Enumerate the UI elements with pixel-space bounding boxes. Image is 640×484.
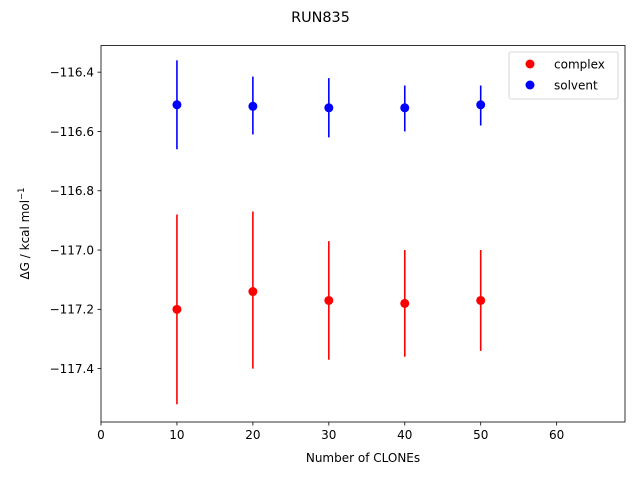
plot-area	[172, 60, 486, 405]
y-axis-label-superscript: −1	[17, 187, 27, 200]
y-tick-label-4: −117.2	[50, 303, 94, 317]
x-tick-label-5: 50	[473, 428, 488, 442]
y-tick-label-2: −116.8	[50, 184, 94, 198]
legend-label-solvent: solvent	[554, 79, 598, 93]
x-axis: 0 10 20 30 40 50 60	[97, 422, 564, 442]
point-complex-0	[172, 304, 182, 314]
legend-marker-solvent	[525, 80, 535, 90]
point-complex-1	[248, 287, 258, 297]
point-complex-3	[400, 298, 410, 308]
point-complex-2	[324, 295, 334, 305]
legend: complex solvent	[508, 51, 619, 100]
legend-marker-complex	[525, 59, 535, 69]
y-tick-label-0: −116.4	[50, 65, 94, 79]
x-tick-label-0: 0	[97, 428, 105, 442]
x-tick-label-2: 20	[245, 428, 260, 442]
x-tick-label-4: 40	[397, 428, 412, 442]
y-tick-label-3: −117.0	[50, 243, 94, 257]
point-solvent-1	[248, 101, 258, 111]
x-tick-label-3: 30	[321, 428, 336, 442]
x-tick-label-6: 60	[549, 428, 564, 442]
y-axis-label-main: ΔG / kcal mol	[18, 200, 32, 280]
point-solvent-4	[476, 100, 486, 110]
chart-title: RUN835	[291, 10, 350, 26]
y-tick-label-1: −116.6	[50, 125, 94, 139]
point-solvent-3	[400, 103, 410, 113]
legend-label-complex: complex	[554, 58, 605, 72]
y-tick-label-5: −117.4	[50, 362, 94, 376]
axes-frame	[100, 45, 626, 423]
x-axis-label: Number of CLONEs	[306, 451, 420, 465]
x-tick-label-1: 10	[169, 428, 184, 442]
point-solvent-2	[324, 103, 334, 113]
legend-box	[508, 51, 619, 100]
y-axis-label: ΔG / kcal mol−1	[17, 187, 32, 279]
point-solvent-0	[172, 100, 182, 110]
point-complex-4	[476, 295, 486, 305]
y-axis: −116.4 −116.6 −116.8 −117.0 −117.2 −117.4	[50, 65, 101, 376]
